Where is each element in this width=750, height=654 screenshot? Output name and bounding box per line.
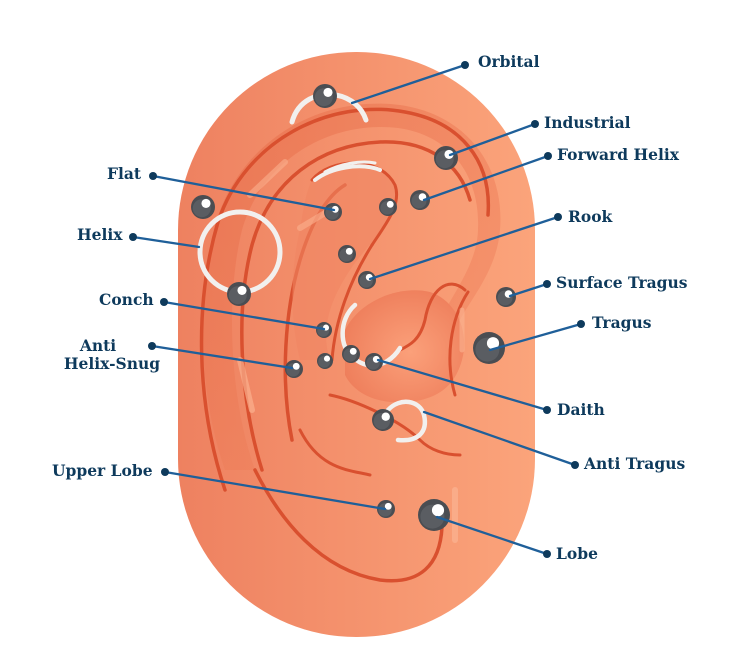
label-lobe: Lobe [556, 544, 598, 563]
flat-stud-1 [324, 203, 342, 221]
label-surface-tragus: Surface Tragus [556, 273, 688, 292]
leader-daith-dot [543, 406, 551, 414]
tragus-stud [473, 332, 505, 364]
leader-tragus-dot [577, 320, 585, 328]
anti-tragus-ring [385, 399, 428, 443]
label-orbital: Orbital [478, 52, 540, 71]
highlight [237, 357, 255, 413]
helix-stud-top [191, 195, 215, 219]
label-anti-helix-snug-line1: Anti [79, 336, 117, 355]
leader-rook [368, 215, 560, 281]
leader-orbital-dot [461, 61, 469, 69]
flat-ring-bars [323, 160, 377, 174]
helix-outer-line [199, 107, 491, 492]
highlight [247, 159, 288, 198]
leader-industrial-dot [531, 120, 539, 128]
label-anti-helix-snug: Anti Helix-Snug [52, 337, 172, 373]
label-industrial: Industrial [544, 113, 631, 132]
label-flat: Flat [107, 164, 142, 183]
industrial-stud [434, 146, 458, 170]
leader-rook-dot [554, 213, 562, 221]
label-helix: Helix [77, 225, 123, 244]
rook-stud-2 [358, 271, 376, 289]
forward-helix-stud [410, 190, 430, 210]
daith-stud-1 [317, 353, 333, 369]
anti-tragus-stud [372, 409, 394, 431]
tragus-line [398, 282, 467, 352]
orbital-stud [313, 84, 337, 108]
leader-anti-tragus-dot [571, 461, 579, 469]
ear-helix-rim [202, 103, 501, 470]
leader-helix-dot [129, 233, 137, 241]
leader-forward-helix-dot [544, 152, 552, 160]
label-upper-lobe: Upper Lobe [52, 461, 153, 480]
leader-orbital [350, 63, 467, 105]
daith-stud-3 [365, 353, 383, 371]
leader-lobe-dot [543, 550, 551, 558]
label-conch: Conch [99, 290, 154, 309]
antihelix-crura-line [310, 161, 398, 247]
leader-flat-dot [149, 172, 157, 180]
helix-stud-bottom [227, 282, 251, 306]
tragus-curve [448, 290, 470, 397]
leader-anti-helix-snug-dot [148, 342, 156, 350]
leader-anti-helix-snug [150, 344, 294, 370]
lobe-outer-line [253, 468, 444, 583]
lobe-stud [418, 499, 450, 531]
label-anti-helix-snug-line2: Helix-Snug [63, 353, 161, 373]
leader-conch-dot [160, 298, 168, 306]
leader-surface-tragus-dot [543, 280, 551, 288]
leader-upper-lobe-dot [161, 468, 169, 476]
leader-forward-helix [422, 154, 550, 202]
flat-ring-bars [313, 164, 382, 182]
leader-surface-tragus [508, 282, 549, 298]
leader-upper-lobe [163, 470, 387, 511]
label-daith: Daith [557, 400, 605, 419]
label-anti-tragus: Anti Tragus [584, 454, 686, 473]
leader-anti-tragus [422, 410, 577, 467]
lobe-inner-line [298, 428, 372, 477]
crus-line [330, 243, 374, 362]
leader-industrial [448, 122, 537, 157]
label-rook: Rook [568, 207, 613, 226]
leader-daith [376, 358, 549, 412]
rook-stud-1 [338, 245, 356, 263]
label-tragus: Tragus [592, 313, 652, 332]
flat-stud-2 [379, 198, 397, 216]
leader-flat [151, 174, 336, 212]
leader-lobe [435, 515, 549, 556]
snug-stud [285, 360, 303, 378]
daith-stud-2 [342, 345, 360, 363]
leader-helix [131, 235, 201, 249]
leader-tragus [488, 322, 583, 352]
surface-tragus-stud [496, 287, 516, 307]
label-forward-helix: Forward Helix [557, 145, 679, 164]
leader-conch [162, 300, 326, 331]
